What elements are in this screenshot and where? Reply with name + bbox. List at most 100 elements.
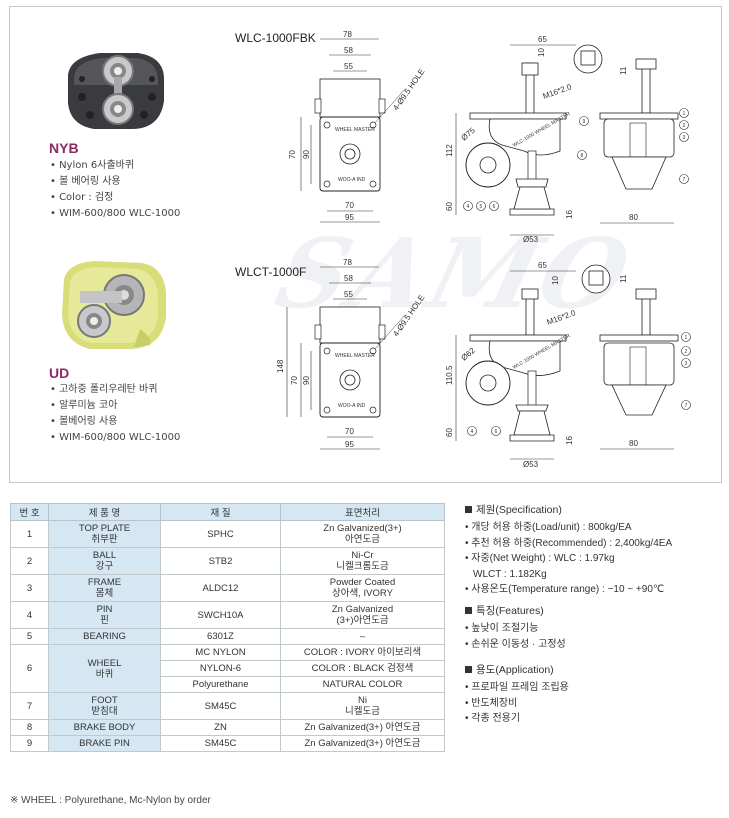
cell-material: STB2 [160,547,281,575]
product-title-ud: UD [49,365,70,381]
bullet-item: 고하중 폴리우레탄 바퀴 [50,382,180,398]
dim-label: 4-Ø9.5 HOLE [391,67,426,112]
dim-label: 90 [302,150,311,159]
cell-material: NYLON-6 [160,660,281,677]
dim-label: 70 [290,376,299,385]
cell-material: SWCH10A [160,601,281,629]
cell-finish: COLOR : IVORY 아이보리색 [280,644,445,661]
dim-label: 65 [538,261,547,270]
plate-text: WOO-A IND [338,403,366,409]
side-view-1: 65 10 11 M16*2.0 WLC-1000 WHEEL MASTER Ø… [445,35,689,244]
cell-finish: Zn Galvanized(3+)아연도금 [280,520,445,548]
features-section: 특징(Features) 높낮이 조절기능 손쉬운 이동성 · 고정성 [465,603,566,652]
table-header-row: 번 호 제 품 명 재 질 표면처리 [10,503,445,521]
spec-section: 제원(Specification) 개당 허용 하중(Load/unit) : … [465,502,672,598]
dim-label: 78 [343,258,352,267]
dim-label: 10 [537,48,546,57]
side-view-2: 65 10 11 M16*2.0 WLC-1000 WHEEL MASTER Ø… [445,261,691,469]
callout-number: 1 [683,111,686,117]
feature-item: 손쉬운 이동성 · 고정성 [465,637,565,653]
dim-label: 55 [344,62,353,71]
cell-name: BRAKE PIN [48,735,161,752]
cell-finish: – [280,628,445,645]
callout-number: 4 [471,429,474,435]
product-bullets-nyb: Nylon 6사출바퀴 볼 베어링 사용 Color : 검정 WIM-600/… [50,158,180,222]
dim-label: 112 [445,144,454,157]
footnote: ※ WHEEL : Polyurethane, Mc-Nylon by orde… [10,795,211,806]
cell-material: 6301Z [160,628,281,645]
table-row: 5 BEARING 6301Z – [10,628,445,645]
plate-text: WOO-A IND [338,177,366,183]
features-heading: 특징(Features) [465,603,566,618]
drawing-title-1: WLC-1000FBK [235,31,316,45]
callout-number: 1 [685,335,688,341]
header-material: 재 질 [160,503,281,521]
dim-label: 78 [343,30,352,39]
cell-material: SPHC [160,520,281,548]
callout-number: 7 [683,177,686,183]
dim-label: M16*2.0 [542,82,574,101]
dim-label: 11 [619,66,628,75]
cell-no: 1 [10,520,49,548]
spec-item: 사용온도(Temperature range) : −10 ~ +90℃ [465,582,672,598]
dim-label: 58 [344,274,353,283]
dim-label: 4-Ø9.5 HOLE [391,293,426,338]
cell-finish: NATURAL COLOR [280,676,445,693]
spec-heading: 제원(Specification) [465,502,672,517]
dim-label: 60 [445,428,454,437]
spec-item: 자중(Net Weight) : WLC : 1.97kg [465,551,672,567]
callout-number: 5 [480,204,483,210]
plan-view-2: 78 58 55 WHEEL MASTER WOO-A IND 4-Ø9.5 H… [276,258,426,450]
bullet-item: Nylon 6사출바퀴 [50,158,180,174]
cell-no: 7 [10,692,49,720]
header-finish: 표면처리 [280,503,445,521]
bullet-item: WIM-600/800 WLC-1000 [50,206,180,222]
bullet-item: 볼 베어링 사용 [50,174,180,190]
plan-view-1: 78 58 55 WHEEL MASTER WOO-A IND 4-Ø9.5 H… [288,30,426,223]
cell-name: BRAKE BODY [48,719,161,736]
bullet-item: Color : 검정 [50,190,180,206]
application-item: 각종 전용기 [465,711,569,727]
square-bullet-icon [465,607,472,614]
bullet-item: WIM-600/800 WLC-1000 [50,430,180,446]
drawing-title-2: WLCT-1000F [235,265,307,279]
ud-wheel-image [62,261,166,349]
cell-no: 4 [10,601,49,629]
dim-label: M16*2.0 [546,308,578,327]
callout-number: 6 [493,204,496,210]
dim-label: Ø53 [523,235,539,244]
dim-label: 110.5 [445,365,454,385]
cell-material: ZN [160,719,281,736]
dim-label: 65 [538,35,547,44]
dim-label: Ø53 [523,460,539,469]
application-section: 용도(Application) 프로파일 프레임 조립용 반도체장비 각종 전용… [465,662,569,727]
dim-label: 55 [344,290,353,299]
cell-finish: Zn Galvanized(3+) 아연도금 [280,719,445,736]
application-item: 프로파일 프레임 조립용 [465,680,569,696]
cell-material: Polyurethane [160,676,281,693]
dim-label: 80 [629,213,638,222]
dim-label: 16 [565,436,574,445]
cell-material: SM45C [160,692,281,720]
callout-number: 2 [685,349,688,355]
dim-label: Ø75 [460,126,478,143]
square-bullet-icon [465,506,472,513]
header-no: 번 호 [10,503,49,521]
dim-label: Ø62 [460,346,478,363]
dim-label: 70 [345,427,354,436]
cell-finish: COLOR : BLACK 검정색 [280,660,445,677]
spec-item: 개당 허용 하중(Load/unit) : 800kg/EA [465,520,672,536]
cell-no: 3 [10,574,49,602]
cell-finish: Zn Galvanized(3+) 아연도금 [280,735,445,752]
